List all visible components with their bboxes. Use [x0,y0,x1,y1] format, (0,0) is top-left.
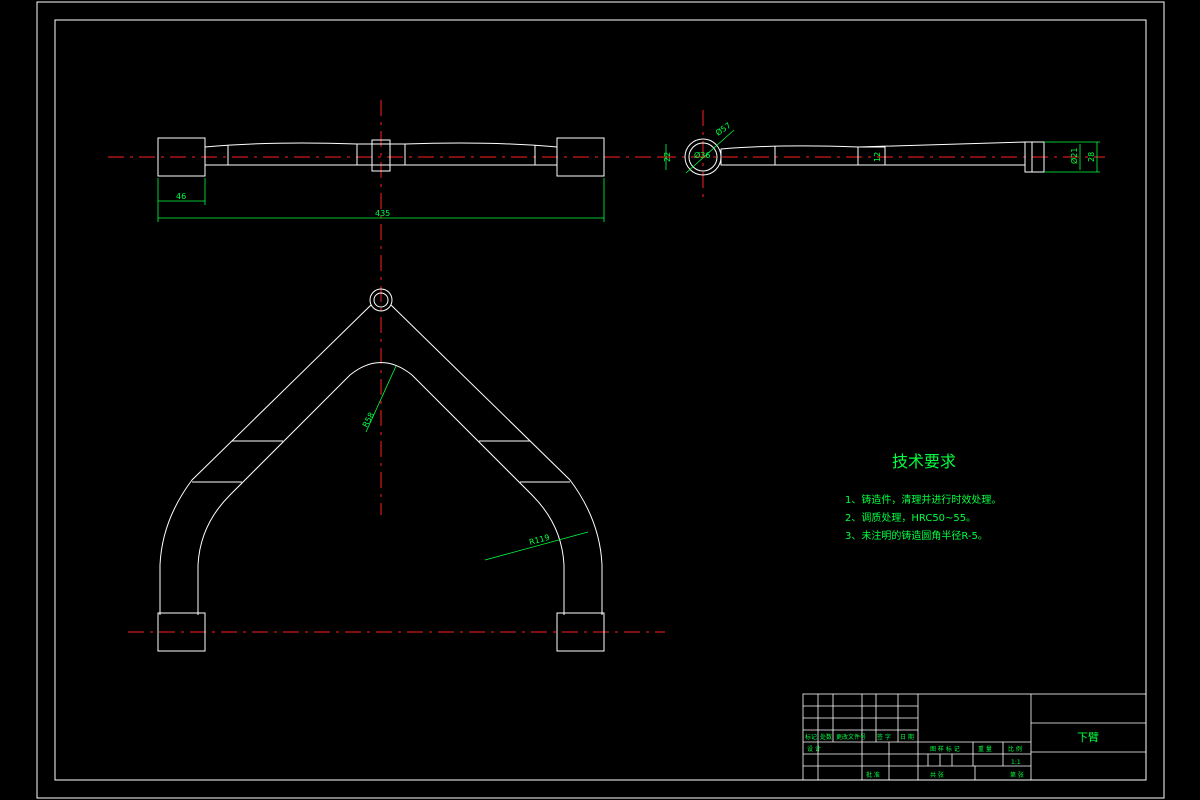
tb-row-label: 日 期 [900,733,914,741]
dim-inner-radius: R58 [361,411,376,429]
side-middle-block [857,146,886,166]
inner-border [54,19,1147,781]
dim-dia-inner: Ø36 [694,150,710,160]
dim-middle-height: 12 [873,152,882,162]
tech-title: 技术要求 [892,452,956,471]
tb-scale-value: 1:1 [1011,759,1021,766]
title-block-frame [802,693,1147,781]
tb-row-label: 处数 [820,733,832,741]
title-block: 标记 处数 更改文件号 签 字 日 期 设 计 批 准 图 样 标 记 重 量 … [802,693,1147,781]
tb-designer-label: 设 计 [807,745,821,753]
outer-border [36,1,1165,799]
side-inner-circle [688,142,718,172]
dim-end-inner: Ø21 [1069,148,1079,164]
top-arm-right [404,142,558,166]
tb-sheet-number: 第 张 [1010,771,1024,779]
dim-dia-outer: Ø57 [713,120,732,138]
dim-end-outer: 28 [1087,152,1096,162]
front-right-boss [556,612,605,652]
tb-row-label: 签 字 [877,733,891,741]
tech-item-2: 2、调质处理，HRC50~55。 [845,512,976,524]
tech-item-3: 3、未注明的铸造圆角半径R-5。 [845,529,988,542]
front-view: R58 R119 [128,288,665,652]
tb-weight-label: 重 量 [978,745,992,753]
side-view: Ø57 Ø36 22 12 Ø21 28 [660,110,1105,203]
tb-sheet-total: 共 张 [930,771,944,779]
tech-item-1: 1、铸造件，清理并进行时效处理。 [845,493,1001,506]
tb-approval-label: 批 准 [866,771,880,779]
dim-leader-r119 [484,531,589,561]
dim-left-height: 22 [663,152,672,162]
front-outer-outline [159,304,603,615]
dim-leader-r58 [365,365,397,433]
part-name: 下臂 [1077,731,1099,744]
technical-requirements: 技术要求 1、铸造件，清理并进行时效处理。 2、调质处理，HRC50~55。 3… [845,452,1001,542]
top-view: 46 435 [108,100,665,515]
front-top-inner-circle [373,292,389,308]
front-inner-outline [197,362,565,615]
tb-scale-label: 比 例 [1008,745,1022,753]
tb-row-label: 标记 [805,733,817,741]
tb-row-label: 更改文件号 [836,733,866,741]
front-left-boss [157,612,206,652]
dim-end-width: 46 [176,192,186,201]
dim-leader-dia [685,129,735,174]
top-center-bushing [371,139,391,172]
front-top-outer-circle [369,288,393,312]
top-center-hub [356,143,406,166]
side-end-boss [1024,141,1045,173]
dim-overall-length: 435 [375,209,390,218]
tb-stage-label: 图 样 标 记 [930,745,960,753]
